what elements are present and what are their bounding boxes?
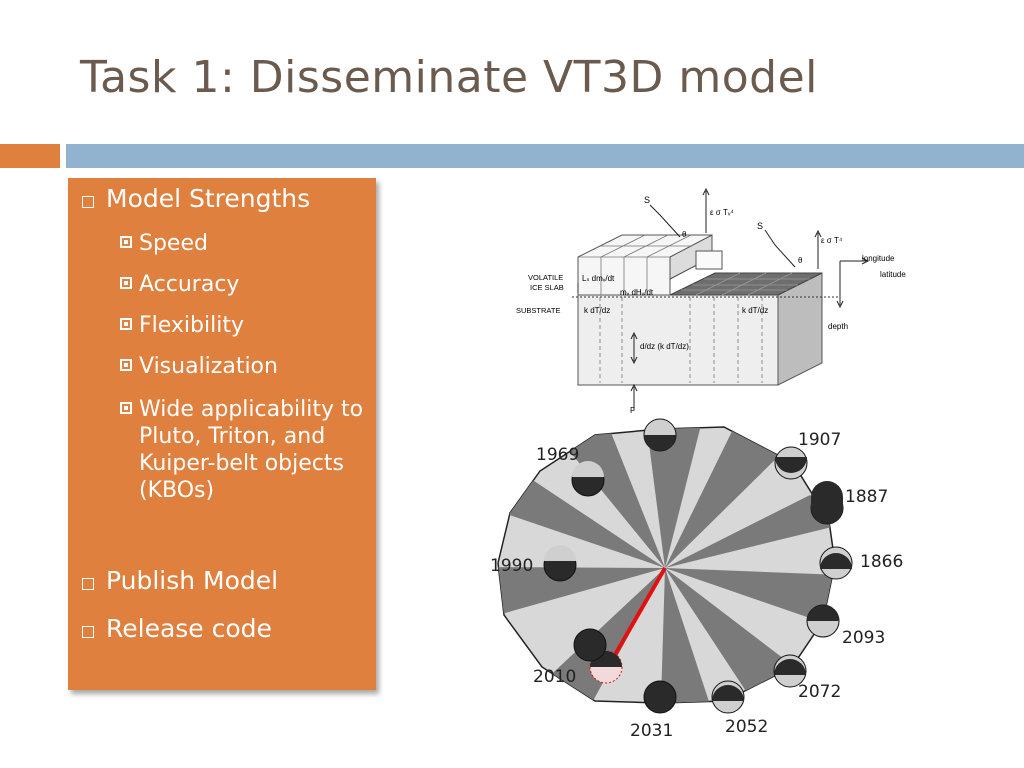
year-label: 1969 bbox=[536, 445, 579, 465]
label-ddz: d/dz (k dT/dz) bbox=[640, 342, 689, 351]
year-label: 2093 bbox=[842, 628, 885, 648]
bullet-release-code: Release code bbox=[82, 614, 272, 643]
slide-title: Task 1: Disseminate VT3D model bbox=[80, 52, 818, 103]
sub-bullet-label: Speed bbox=[139, 231, 208, 256]
substrate-front-face bbox=[577, 294, 779, 386]
thermal-model-diagram: S S θ θ ε σ Tᵥ⁴ ε σ T⁴ VOLATILE ICE SLAB… bbox=[516, 187, 906, 415]
year-label: 1887 bbox=[845, 487, 888, 507]
bullet-box-icon bbox=[82, 196, 94, 208]
label-ls: Lₛ dmᵥ/dt bbox=[582, 274, 615, 283]
bullet-label: Release code bbox=[106, 614, 272, 643]
ice-cube bbox=[695, 250, 723, 270]
planet-marker bbox=[543, 545, 577, 582]
label-s1: S bbox=[644, 195, 650, 205]
label-ice-slab: ICE SLAB bbox=[530, 283, 564, 292]
bullet-box-icon bbox=[82, 578, 94, 590]
label-emit1: ε σ Tᵥ⁴ bbox=[710, 208, 734, 217]
column-lines bbox=[599, 297, 763, 383]
label-theta1: θ bbox=[682, 230, 687, 239]
planet-marker bbox=[819, 546, 853, 580]
label-latitude: latitude bbox=[880, 270, 906, 279]
dark-grid-lines bbox=[681, 272, 810, 296]
bullet-box-icon bbox=[82, 626, 94, 638]
label-depth: depth bbox=[828, 322, 848, 331]
sub-bullet-icon bbox=[120, 236, 132, 248]
sub-bullet-icon bbox=[120, 277, 132, 289]
sub-bullet-accuracy: Accuracy bbox=[120, 271, 366, 298]
sub-bullet-label: Visualization bbox=[139, 354, 278, 379]
year-label: 2010 bbox=[533, 667, 576, 687]
bullet-label: Publish Model bbox=[106, 566, 279, 595]
planet-marker bbox=[774, 446, 808, 480]
label-emit2: ε σ T⁴ bbox=[821, 236, 843, 245]
sub-bullet-icon bbox=[120, 318, 132, 330]
label-mv: mᵥ dHᵥ/dt bbox=[620, 288, 654, 297]
substrate-top-grid bbox=[669, 272, 823, 296]
label-substrate: SUBSTRATE bbox=[516, 306, 560, 315]
planet-marker bbox=[773, 654, 807, 688]
planet-markers bbox=[543, 418, 853, 714]
orbit-season-diagram: 1907 1887 1866 2093 2072 2052 2031 2010 … bbox=[490, 418, 903, 741]
label-longitude: longitude bbox=[862, 254, 895, 263]
label-theta2: θ bbox=[798, 256, 803, 265]
sub-bullet-flexibility: Flexibility bbox=[120, 312, 366, 339]
planet-marker bbox=[643, 418, 677, 452]
bullet-publish-model: Publish Model bbox=[82, 566, 278, 595]
label-s2: S bbox=[757, 221, 763, 231]
year-labels: 1907 1887 1866 2093 2072 2052 2031 2010 … bbox=[490, 430, 903, 741]
planet-marker bbox=[573, 628, 607, 662]
year-label: 2031 bbox=[630, 721, 673, 741]
sub-bullet-label: Accuracy bbox=[139, 272, 240, 297]
year-label: 1866 bbox=[860, 552, 903, 572]
title-bar-orange bbox=[0, 144, 60, 168]
label-kdt2: k dT/dz bbox=[742, 306, 768, 315]
content-panel: Model Strengths Speed Accuracy Flexibili… bbox=[68, 178, 376, 690]
title-bar-blue bbox=[66, 144, 1024, 168]
flux-arrows bbox=[630, 187, 870, 410]
sub-bullet-wide-applicability: Wide applicability to Pluto, Triton, and… bbox=[120, 396, 366, 504]
sub-bullet-speed: Speed bbox=[120, 230, 366, 257]
label-kdt1: k dT/dz bbox=[584, 306, 610, 315]
planet-marker bbox=[643, 680, 677, 714]
current-position-pointer bbox=[610, 567, 667, 661]
bullet-model-strengths: Model Strengths bbox=[82, 184, 310, 213]
sub-bullet-label: Flexibility bbox=[139, 313, 244, 338]
year-label: 1907 bbox=[798, 430, 841, 450]
year-label: 2072 bbox=[798, 682, 841, 702]
planet-marker bbox=[571, 461, 605, 497]
sub-bullet-icon bbox=[120, 402, 132, 414]
year-label: 1990 bbox=[490, 556, 533, 576]
ice-grid-lines bbox=[578, 234, 692, 295]
label-f: F bbox=[630, 406, 635, 415]
sub-bullet-visualization: Visualization bbox=[120, 353, 366, 380]
planet-marker bbox=[806, 604, 840, 638]
label-volatile: VOLATILE bbox=[528, 273, 563, 282]
sub-bullet-label: Wide applicability to Pluto, Triton, and… bbox=[139, 397, 364, 503]
planet-marker bbox=[810, 481, 844, 525]
sub-bullet-icon bbox=[120, 359, 132, 371]
year-label: 2052 bbox=[725, 717, 768, 737]
bullet-label: Model Strengths bbox=[106, 184, 311, 213]
planet-marker bbox=[711, 680, 745, 714]
